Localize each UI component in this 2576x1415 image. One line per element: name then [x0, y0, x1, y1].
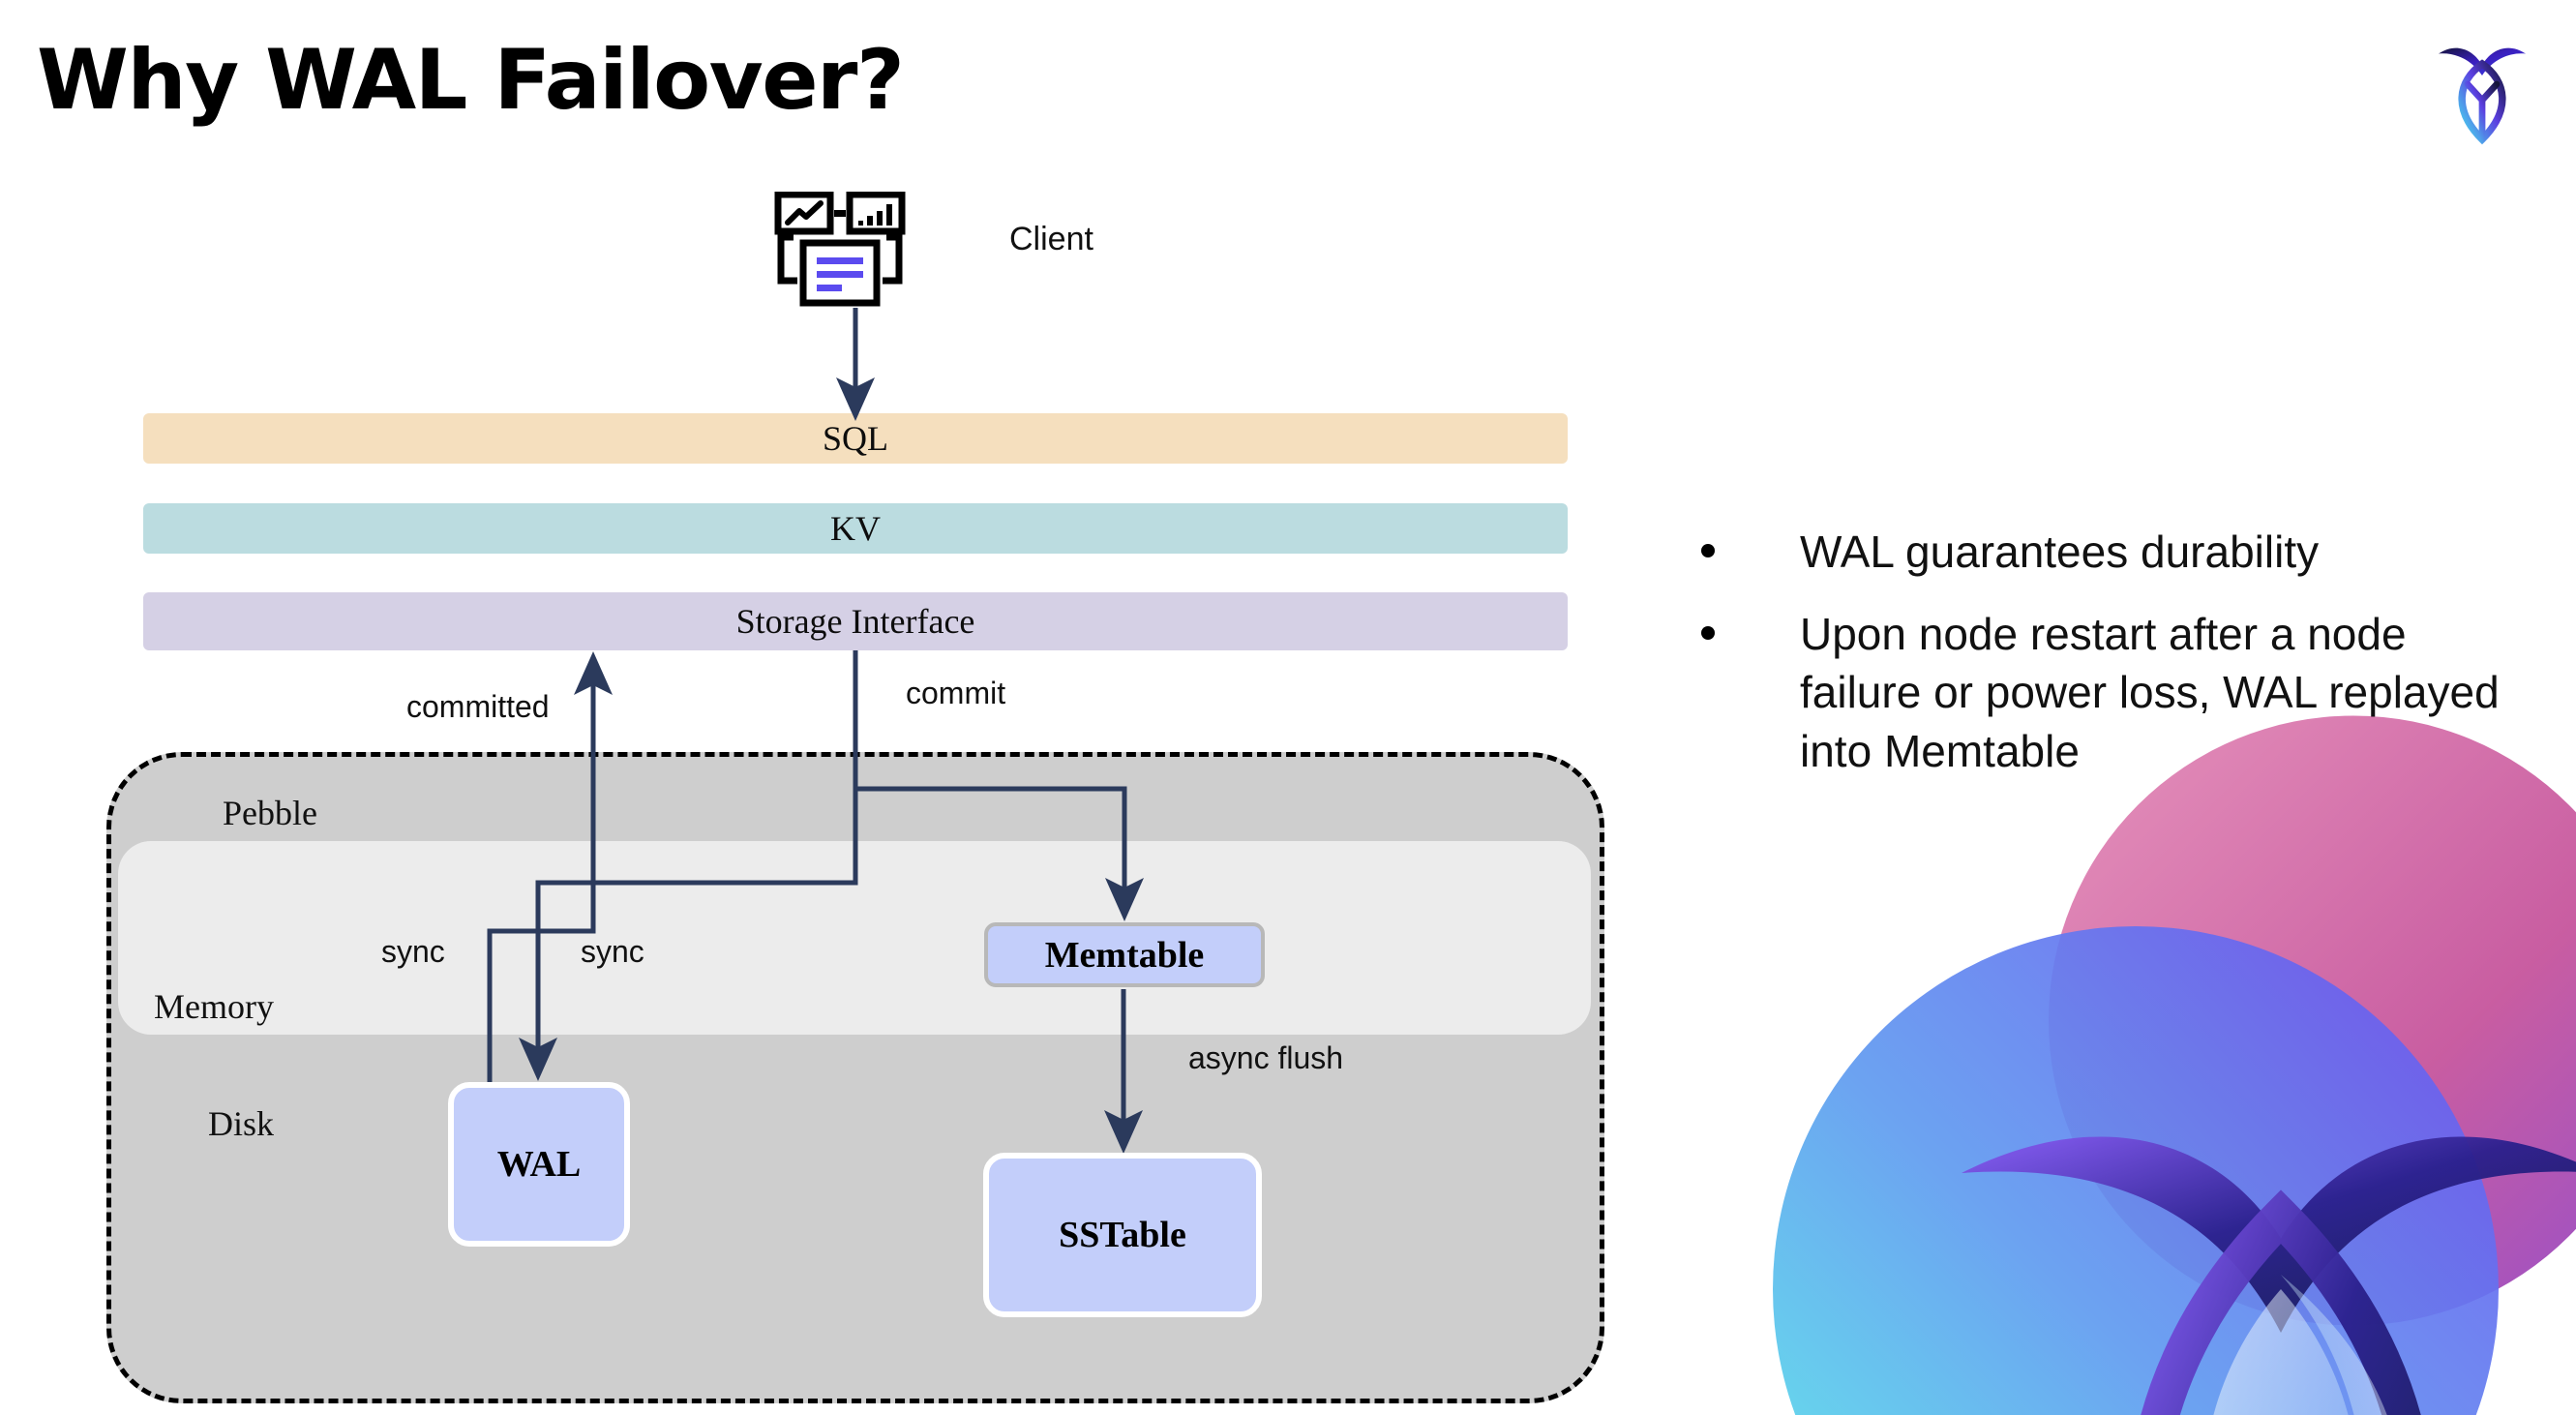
sstable-label: SSTable [1059, 1215, 1186, 1255]
bullet-dot-icon [1701, 544, 1715, 557]
stack-bar-kv-label: KV [830, 509, 881, 548]
page-title: Why WAL Failover? [37, 32, 905, 129]
edge-label-sync-right: sync [581, 934, 644, 969]
list-item: WAL guarantees durability [1701, 523, 2533, 582]
memtable-label: Memtable [1044, 934, 1205, 976]
diagram-box-wal: WAL [448, 1082, 630, 1247]
stack-bar-kv: KV [143, 503, 1568, 554]
bullet-text: Upon node restart after a node failure o… [1800, 608, 2500, 777]
bullet-text: WAL guarantees durability [1800, 527, 2320, 577]
wal-label: WAL [496, 1144, 582, 1185]
diagram-box-memtable: Memtable [984, 922, 1265, 987]
edge-label-sync-left: sync [381, 934, 445, 969]
edge-label-commit: commit [906, 676, 1006, 710]
client-terminal-icon [774, 192, 906, 307]
disk-label: Disk [208, 1104, 275, 1143]
cockroachdb-watermark-icon [1773, 715, 2576, 1415]
edge-label-committed: committed [406, 689, 550, 724]
client-label: Client [1009, 221, 1093, 257]
stack-bar-storage-interface: Storage Interface [143, 592, 1568, 650]
stack-bar-sql: SQL [143, 413, 1568, 464]
list-item: Upon node restart after a node failure o… [1701, 605, 2533, 781]
diagram-box-sstable: SSTable [983, 1153, 1262, 1317]
stack-bar-storage-interface-label: Storage Interface [735, 602, 975, 641]
stack-bar-sql-label: SQL [822, 419, 888, 458]
cockroachdb-logo-icon [2439, 47, 2526, 145]
pebble-label: Pebble [223, 794, 317, 832]
edge-label-async-flush: async flush [1188, 1040, 1344, 1075]
memory-band [118, 841, 1591, 1035]
bullet-list: WAL guarantees durability Upon node rest… [1701, 523, 2533, 804]
memory-label: Memory [154, 987, 274, 1026]
bullet-dot-icon [1701, 625, 1715, 640]
